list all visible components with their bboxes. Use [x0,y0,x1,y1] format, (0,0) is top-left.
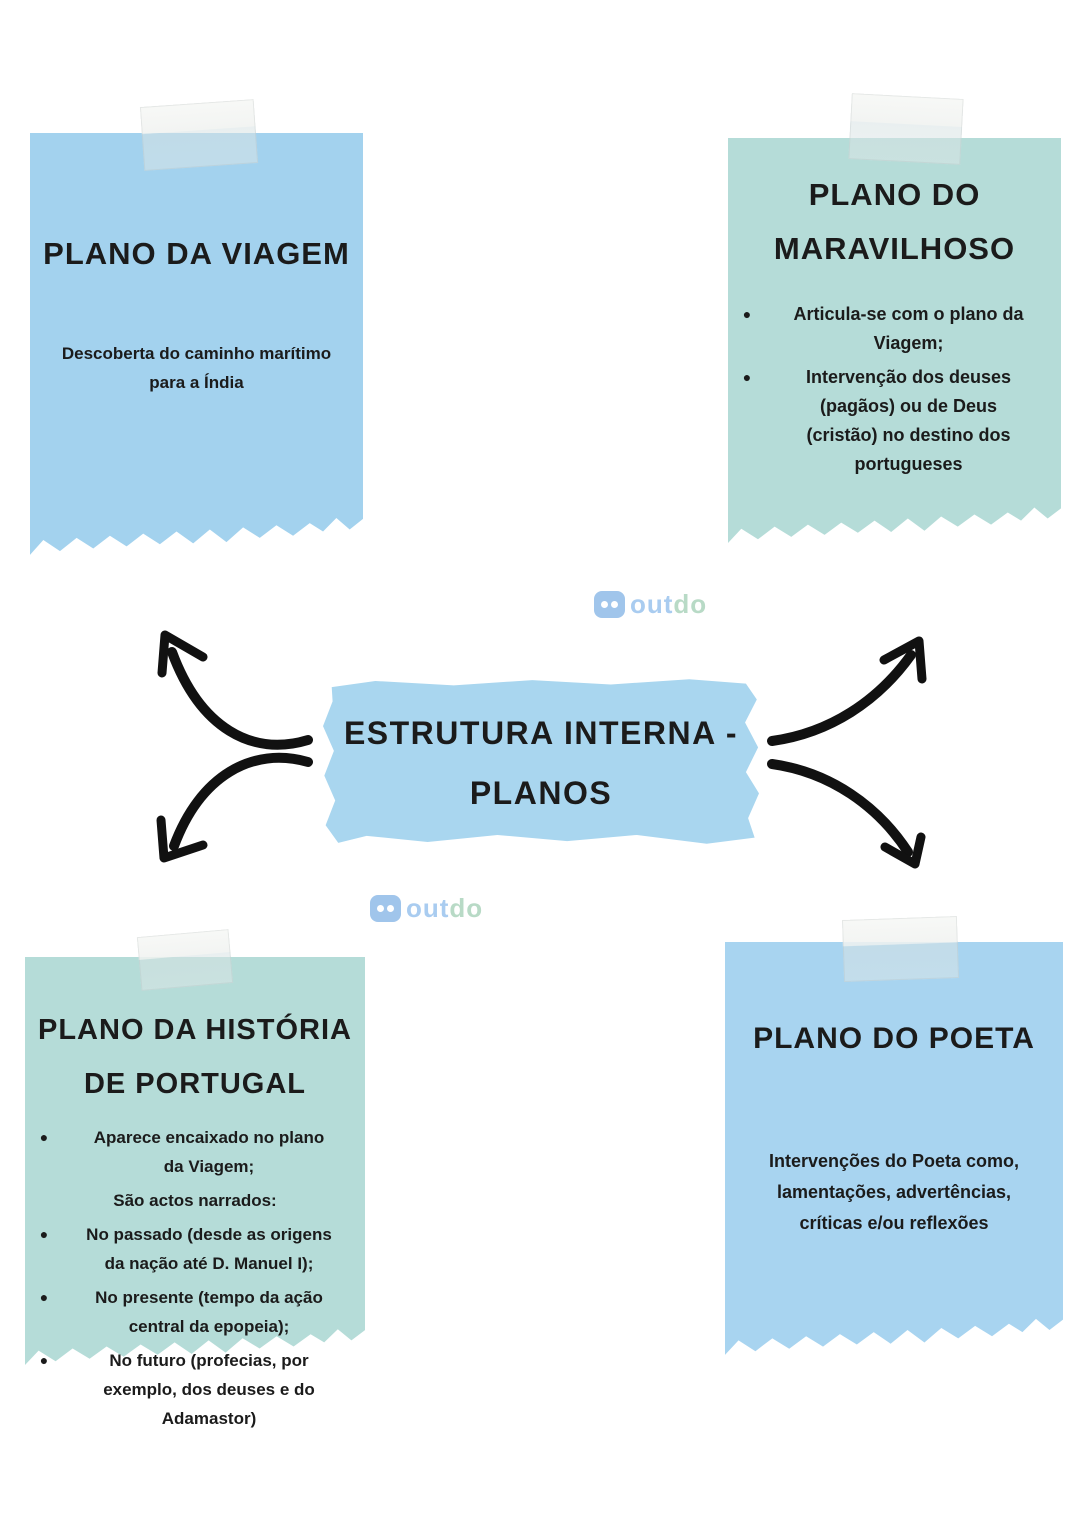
bullet-dot-icon: ● [742,369,752,385]
tape-icon [848,93,964,165]
watermark-text-out: out [630,589,674,619]
note-paper [30,133,363,555]
bullet-dot-icon: ● [742,306,752,322]
note-title: PLANO DA VIAGEM [43,236,350,271]
bullet-text: No futuro (profecias, por exemplo, dos d… [103,1351,315,1428]
bullet-dot-icon: ● [39,1352,49,1368]
list-item: ● No passado (desde as origens da nação … [25,1220,355,1278]
bullet-text: Articula-se com o plano da Viagem; [793,304,1024,353]
bullet-list: ● Articula-se com o plano da Viagem; ● I… [728,300,1061,479]
note-title: PLANO DO POETA [753,1022,1035,1055]
bullet-text: No presente (tempo da ação central da ep… [95,1288,323,1336]
arrow-down-left-icon [156,752,313,863]
tape-icon [136,929,234,991]
arrow-up-left-icon [157,630,313,750]
logo-eye-icon [601,601,608,608]
note-paper [728,138,1061,543]
bullet-text: No passado (desde as origens da nação at… [86,1225,332,1273]
list-item: ● No presente (tempo da ação central da … [25,1283,355,1341]
watermark-text-do: do [449,893,484,923]
list-item: ● Articula-se com o plano da Viagem; [728,300,1051,358]
arrow-down-right-icon [767,759,926,869]
tape-icon [139,99,259,171]
watermark-outdo: outdo [594,589,707,620]
list-subheading: São actos narrados: [113,1191,277,1210]
watermark-outdo: outdo [370,893,483,924]
watermark-text-do: do [673,589,708,619]
bullet-text: Aparece encaixado no plano da Viagem; [93,1128,325,1176]
note-body: Intervenções do Poeta como, lamentações,… [768,1151,1020,1233]
bullet-list: ● Aparece encaixado no plano da Viagem; … [25,1123,365,1433]
banner-title: ESTRUTURA INTERNA - PLANOS [343,715,739,811]
tape-icon [841,916,960,982]
logo-eye-icon [377,905,384,912]
outdo-logo-icon [370,895,401,922]
logo-eye-icon [387,905,394,912]
logo-eye-icon [611,601,618,608]
note-plano-da-viagem: PLANO DA VIAGEM Descoberta do caminho ma… [30,99,363,557]
list-item: ● No futuro (profecias, por exemplo, dos… [25,1346,355,1433]
bullet-dot-icon: ● [39,1226,49,1242]
arrow-up-right-icon [767,636,927,746]
note-plano-do-maravilhoso: PLANO DO MARAVILHOSO ● Articula-se com o… [728,93,1061,545]
note-title: PLANO DA HISTÓRIA DE PORTUGAL [38,1014,352,1100]
bullet-dot-icon: ● [39,1129,49,1145]
note-title: PLANO DO MARAVILHOSO [773,177,1016,266]
note-plano-da-historia: PLANO DA HISTÓRIA DE PORTUGAL ● Aparece … [25,929,365,1428]
list-item: ● Intervenção dos deuses (pagãos) ou de … [728,363,1051,479]
center-banner: ESTRUTURA INTERNA - PLANOS [323,679,759,844]
list-item: ● Aparece encaixado no plano da Viagem; [25,1123,355,1181]
outdo-logo-icon [594,591,625,618]
note-body: Descoberta do caminho marítimo para a Ín… [61,344,332,392]
bullet-text: Intervenção dos deuses (pagãos) ou de De… [805,367,1012,474]
note-paper [725,942,1063,1355]
note-paper [25,957,365,1365]
watermark-text-out: out [406,893,450,923]
bullet-dot-icon: ● [39,1289,49,1305]
note-plano-do-poeta: PLANO DO POETA Intervenções do Poeta com… [725,916,1063,1357]
